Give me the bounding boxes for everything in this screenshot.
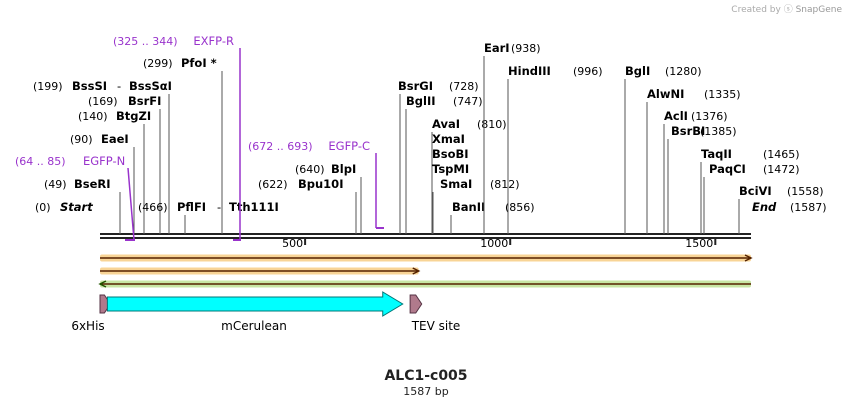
feature-label: TEV site	[411, 319, 461, 333]
site-position-label: (466)	[138, 201, 168, 214]
site-name-label: BlpI	[331, 162, 356, 176]
site-position-label: (140)	[78, 110, 108, 123]
site-name-label: AlwNI	[647, 87, 684, 101]
site-name-label: BsrFI	[128, 94, 161, 108]
site-position-label: (728)	[449, 80, 479, 93]
primer-name-label: EGFP-N	[83, 154, 125, 168]
site-position-label: (812)	[490, 178, 520, 191]
orf-arrowhead	[744, 254, 753, 262]
site-position-label: (1280)	[665, 65, 702, 78]
site-name-label: TspMI	[432, 162, 469, 176]
site-name-label: End	[752, 200, 777, 214]
site-pair-separator: -	[117, 79, 121, 93]
site-position-label: (1376)	[691, 110, 728, 123]
site-name-label: BssSI	[72, 79, 107, 93]
site-name-label: AclI	[664, 109, 688, 123]
site-name-label: BseRI	[74, 177, 111, 191]
site-name-label: PaqCI	[709, 162, 746, 176]
primer-connector	[127, 167, 135, 241]
ruler-tick-label: 1000	[480, 237, 508, 250]
plasmid-length: 1587 bp	[403, 385, 449, 398]
feature-label: mCerulean	[221, 319, 287, 333]
primer-name-label: EGFP-C	[328, 139, 370, 153]
site-name-label: BsoBI	[432, 147, 469, 161]
orf-arrowhead	[98, 280, 107, 288]
site-name-label: BglI	[625, 64, 650, 78]
site-position-label: (1465)	[763, 148, 800, 161]
site-position-label: (810)	[477, 118, 507, 131]
site-name-label: SmaI	[440, 177, 472, 191]
site-pair-name: BssSαI	[129, 79, 172, 93]
site-position-label: (1335)	[704, 88, 741, 101]
feature-label: 6xHis	[71, 319, 104, 333]
site-name-label: PflFI	[177, 200, 206, 214]
primer-name-label: EXFP-R	[193, 34, 234, 48]
ruler-tick-label: 1500	[685, 237, 713, 250]
site-name-label: BtgZI	[116, 109, 151, 123]
site-name-label: PfoI *	[181, 56, 217, 70]
credit-prefix: Created by	[731, 5, 781, 15]
site-name-label: HindIII	[508, 64, 551, 78]
site-name-label: AvaI	[432, 117, 460, 131]
site-position-label: (640)	[295, 163, 325, 176]
site-name-label: TaqII	[701, 147, 732, 161]
site-position-label: (299)	[143, 57, 173, 70]
credit-brand: SnapGene	[795, 5, 842, 15]
primer-range-label: (672 .. 693)	[248, 140, 313, 153]
site-name-label: Start	[60, 200, 93, 214]
site-position-label: (1587)	[790, 201, 827, 214]
site-position-label: (747)	[453, 95, 483, 108]
site-position-label: (49)	[44, 178, 67, 191]
feature-tag-arrow	[409, 294, 423, 314]
primer-annotation	[125, 167, 135, 241]
ruler-tick-label: 500	[282, 237, 303, 250]
site-position-label: (996)	[573, 65, 603, 78]
site-name-label: BanII	[452, 200, 485, 214]
plasmid-name: ALC1-c005	[384, 368, 468, 384]
orf-arrowhead	[412, 267, 421, 275]
snapgene-credit: Created by ⓢ SnapGene	[731, 2, 842, 15]
site-position-label: (0)	[35, 201, 51, 214]
primer-annotation	[375, 153, 384, 229]
site-name-label: XmaI	[432, 132, 465, 146]
primer-range-label: (325 .. 344)	[113, 35, 178, 48]
site-position-label: (1472)	[763, 163, 800, 176]
site-pair-name: Tth111I	[229, 200, 279, 214]
site-position-label: (199)	[33, 80, 63, 93]
site-pair-separator: -	[217, 200, 221, 214]
site-name-label: BglII	[406, 94, 436, 108]
site-name-label: Bpu10I	[298, 177, 343, 191]
site-position-label: (938)	[511, 42, 541, 55]
site-name-label: BciVI	[739, 184, 772, 198]
site-position-label: (622)	[258, 178, 288, 191]
site-name-label: BsrGI	[398, 79, 433, 93]
feature-cds-arrow	[106, 291, 404, 317]
site-position-label: (169)	[88, 95, 118, 108]
site-position-label: (1385)	[700, 125, 737, 138]
snapgene-logo-icon: ⓢ	[783, 5, 793, 15]
site-position-label: (856)	[505, 201, 535, 214]
site-name-label: BsrBI	[671, 124, 705, 138]
site-position-label: (1558)	[787, 185, 824, 198]
primer-annotation	[233, 48, 241, 241]
site-name-label: EaeI	[101, 132, 129, 146]
site-position-label: (90)	[70, 133, 93, 146]
site-name-label: EarI	[484, 41, 510, 55]
primer-range-label: (64 .. 85)	[15, 155, 66, 168]
